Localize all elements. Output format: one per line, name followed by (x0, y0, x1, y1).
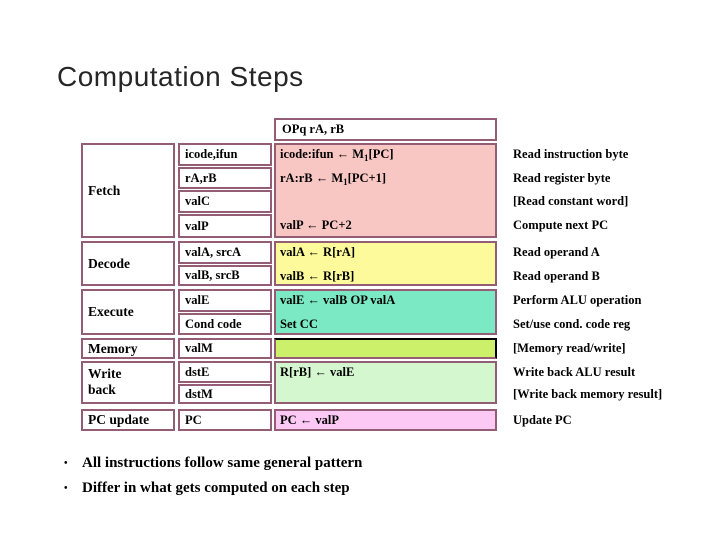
formula-cell: rA:rB ← M1[PC+1] (280, 170, 386, 188)
formula-cell: PC ← valP (280, 413, 340, 427)
stage-cell-memory: Memory (81, 338, 175, 359)
bullet-text: All instructions follow same general pat… (82, 455, 363, 471)
bullet-icon: • (64, 483, 68, 494)
bullet-list: • All instructions follow same general p… (62, 451, 362, 501)
register-cell: dstE (178, 361, 272, 383)
register-cell: valE (178, 289, 272, 312)
annotation: Set/use cond. code reg (513, 317, 631, 331)
bullet-icon: • (64, 458, 68, 469)
formula-text: icode:ifun ← M (280, 147, 365, 161)
annotation: Perform ALU operation (513, 293, 642, 307)
annotation: [Write back memory result] (513, 387, 663, 401)
stage-cell-pcupdate: PC update (81, 409, 175, 431)
formula-cell: valA ← R[rA] (280, 245, 355, 259)
bullet-text: Differ in what gets computed on each ste… (82, 480, 350, 496)
stage-cell-fetch: Fetch (81, 143, 175, 238)
register-cell: valP (178, 214, 272, 238)
stage-cell-execute: Execute (81, 289, 175, 335)
formula-text: [PC] (368, 147, 394, 161)
formula-cell: Set CC (280, 317, 318, 331)
formula-cell: valE ← valB OP valA (280, 293, 396, 307)
writeback-formula-block (274, 361, 497, 404)
formula-text: [PC+1] (347, 171, 387, 185)
formula-cell: valP ← PC+2 (280, 218, 352, 232)
register-cell: PC (178, 409, 272, 431)
execute-formula-block (274, 289, 497, 335)
formula-cell: valB ← R[rB] (280, 269, 355, 283)
memory-formula-block (274, 338, 497, 359)
register-cell: dstM (178, 384, 272, 404)
formula-subscript: 1 (364, 153, 369, 163)
annotation: Read operand B (513, 269, 600, 283)
list-item: • All instructions follow same general p… (62, 451, 362, 476)
stage-label: Write (88, 366, 122, 381)
annotation: Read operand A (513, 245, 600, 259)
stage-label: back (88, 382, 116, 397)
stage-cell-decode: Decode (81, 241, 175, 286)
annotation: Read register byte (513, 171, 611, 185)
fetch-formula-block (274, 143, 497, 238)
pcupdate-formula-block (274, 409, 497, 431)
table-header-cell: OPq rA, rB (274, 118, 497, 141)
annotation: Update PC (513, 413, 572, 427)
register-cell: valM (178, 338, 272, 359)
formula-text: rA:rB ← M (280, 171, 344, 185)
stage-label: Fetch (88, 182, 121, 198)
register-cell: valB, srcB (178, 265, 272, 286)
annotation: Read instruction byte (513, 147, 629, 161)
page-title: Computation Steps (57, 61, 304, 92)
annotation: Compute next PC (513, 218, 609, 232)
list-item: • Differ in what gets computed on each s… (62, 476, 362, 501)
stage-label: Memory (88, 340, 138, 356)
formula-subscript: 1 (343, 177, 348, 187)
register-cell: Cond code (178, 313, 272, 335)
annotation: [Memory read/write] (513, 341, 626, 355)
formula-cell: R[rB] ← valE (280, 365, 355, 379)
annotation: Write back ALU result (513, 365, 636, 379)
register-cell: icode,ifun (178, 143, 272, 166)
stage-label: Decode (88, 255, 130, 271)
stage-label: Execute (88, 304, 134, 319)
register-cell: valA, srcA (178, 241, 272, 264)
register-cell: valC (178, 190, 272, 213)
annotation: [Read constant word] (513, 194, 629, 208)
decode-formula-block (274, 241, 497, 286)
formula-cell: icode:ifun ← M1[PC] (280, 146, 394, 164)
stage-cell-writeback: Write back (81, 361, 175, 404)
stage-label: PC update (88, 412, 150, 427)
register-cell: rA,rB (178, 167, 272, 189)
